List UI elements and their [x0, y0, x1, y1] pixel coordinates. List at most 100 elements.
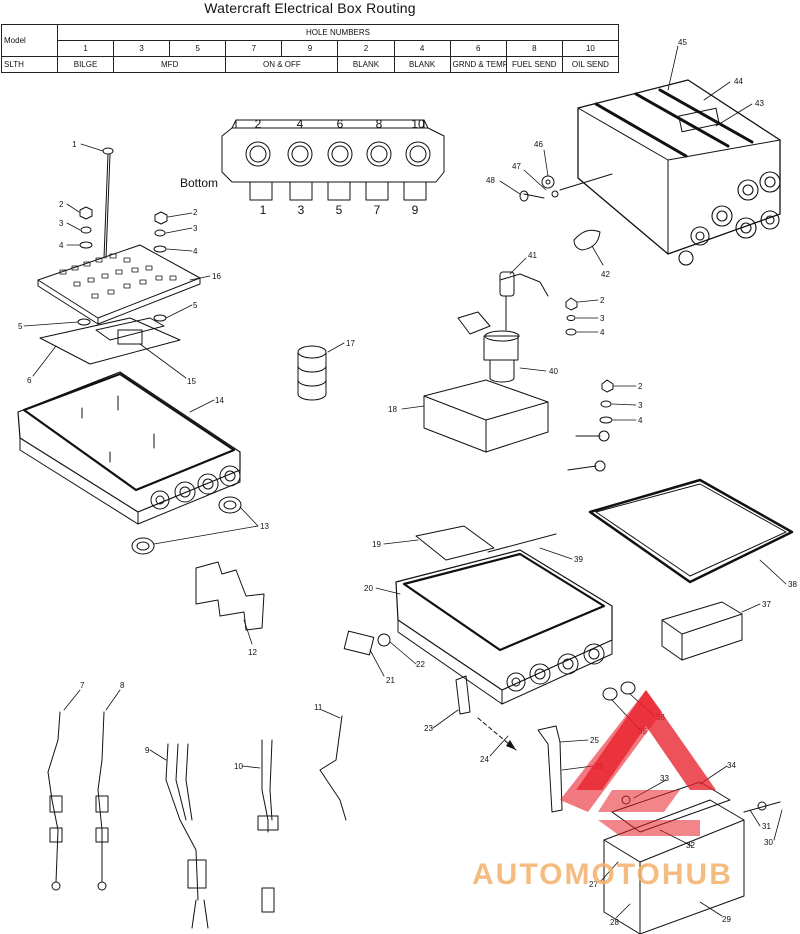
- callout-label: 39: [574, 555, 583, 564]
- bottom-number: 5: [336, 203, 343, 217]
- callout-label: 3: [600, 314, 605, 323]
- callout-label: 4: [193, 247, 198, 256]
- callout-label: 41: [528, 251, 537, 260]
- hole-column: 5: [169, 40, 227, 57]
- routing-cell: MFD: [113, 56, 227, 73]
- bottom-top-number: 8: [376, 117, 383, 131]
- callout-label: 37: [762, 600, 771, 609]
- gasket-38: [588, 478, 794, 584]
- nut-washer-stack-left: [79, 206, 168, 253]
- callout-label: 14: [215, 396, 224, 405]
- callout-label: 30: [764, 838, 773, 847]
- mount-bracket: [195, 561, 265, 631]
- grommet-caps: [131, 496, 242, 555]
- module-18: [423, 379, 549, 453]
- leader-lines: [23, 45, 787, 919]
- circuit-board: [37, 244, 201, 325]
- callout-label: 17: [346, 339, 355, 348]
- callout-label: 45: [678, 38, 687, 47]
- table-row: SLTH BILGE MFD ON & OFF BLANK BLANK GRND…: [1, 56, 620, 73]
- watermark-text: AUTOMOTOHUB: [472, 858, 733, 891]
- callout-label: 1: [72, 140, 77, 149]
- callout-label: 6: [27, 376, 32, 385]
- callout-label: 16: [212, 272, 221, 281]
- callout-label: 38: [788, 580, 797, 589]
- callout-label: 5: [18, 322, 23, 331]
- callout-label: 27: [589, 880, 598, 889]
- callout-label: 8: [120, 681, 125, 690]
- model-header: Model: [1, 24, 58, 57]
- bottom-number: 3: [298, 203, 305, 217]
- callout-label: 48: [486, 176, 495, 185]
- electrical-box-cover: [577, 79, 781, 266]
- page-title: Watercraft Electrical Box Routing: [204, 0, 416, 16]
- callout-label: 4: [638, 416, 643, 425]
- callout-label: 32: [686, 841, 695, 850]
- bottom-top-number: 10: [411, 117, 425, 131]
- bottom-number: 7: [374, 203, 381, 217]
- routing-cell: OIL SEND: [561, 56, 620, 73]
- callout-label: 44: [734, 77, 743, 86]
- callout-label: 3: [59, 219, 64, 228]
- routing-cell: GRND & TEMP: [449, 56, 507, 73]
- callout-label: 28: [610, 918, 619, 927]
- connector-23: [455, 675, 471, 715]
- automotohub-watermark-logo: [560, 690, 716, 836]
- callout-label: 15: [187, 377, 196, 386]
- insulator-plate: [39, 314, 181, 365]
- callout-label: 22: [416, 660, 425, 669]
- callout-label: 2: [59, 200, 64, 209]
- wire-harness-10: [257, 739, 279, 913]
- callout-label: 29: [722, 915, 731, 924]
- callout-label: 4: [600, 328, 605, 337]
- callout-label: 23: [424, 724, 433, 733]
- callout-label: 3: [193, 224, 198, 233]
- long-screw: [102, 147, 114, 259]
- caps-35-36: [602, 681, 636, 701]
- callout-label: 18: [388, 405, 397, 414]
- wire-harness-11: [319, 715, 347, 821]
- routing-table: Model HOLE NUMBERS 1 3 5 7 9 2 4 6 8 10 …: [1, 24, 620, 73]
- cover-fasteners: [519, 173, 613, 202]
- callout-label: 40: [549, 367, 558, 376]
- fuse-holder-37: [661, 601, 743, 661]
- callout-label: 47: [512, 162, 521, 171]
- callout-label: 20: [364, 584, 373, 593]
- solenoid: [457, 297, 578, 383]
- wire-harness-8: [95, 711, 109, 891]
- callout-label: 33: [660, 774, 669, 783]
- callout-label: 10: [234, 762, 243, 771]
- routing-cell: BLANK: [337, 56, 395, 73]
- wire-harness-7: [47, 711, 63, 891]
- callout-label: 24: [480, 755, 489, 764]
- bottom-top-number: 2: [255, 117, 262, 131]
- callout-label: 12: [248, 648, 257, 657]
- callout-label: 13: [260, 522, 269, 531]
- relay-terminal: [499, 271, 549, 331]
- main-box: [395, 525, 613, 705]
- relay-21: [343, 630, 391, 656]
- callout-label: 2: [600, 296, 605, 305]
- callout-label: 31: [762, 822, 771, 831]
- callout-label: 43: [755, 99, 764, 108]
- callout-label: 4: [59, 241, 64, 250]
- callout-label: 34: [727, 761, 736, 770]
- capacitor-roll: [297, 345, 327, 401]
- callout-label: 46: [534, 140, 543, 149]
- left-lower-box: [17, 371, 241, 525]
- callout-label: 42: [601, 270, 610, 279]
- callout-label: 5: [193, 301, 198, 310]
- grommet-42: [573, 229, 601, 251]
- battery-leads: [567, 379, 614, 472]
- callout-label: 3: [638, 401, 643, 410]
- bottom-view: [221, 119, 445, 201]
- callout-label: 2: [193, 208, 198, 217]
- bottom-top-number: 4: [297, 117, 304, 131]
- callout-label: 11: [314, 703, 323, 712]
- callout-label: 19: [372, 540, 381, 549]
- ground-bar-25: [537, 725, 563, 813]
- table-header-row: Model HOLE NUMBERS: [1, 24, 619, 57]
- callout-label: 21: [386, 676, 395, 685]
- callout-label: 9: [145, 746, 150, 755]
- callout-label: 25: [590, 736, 599, 745]
